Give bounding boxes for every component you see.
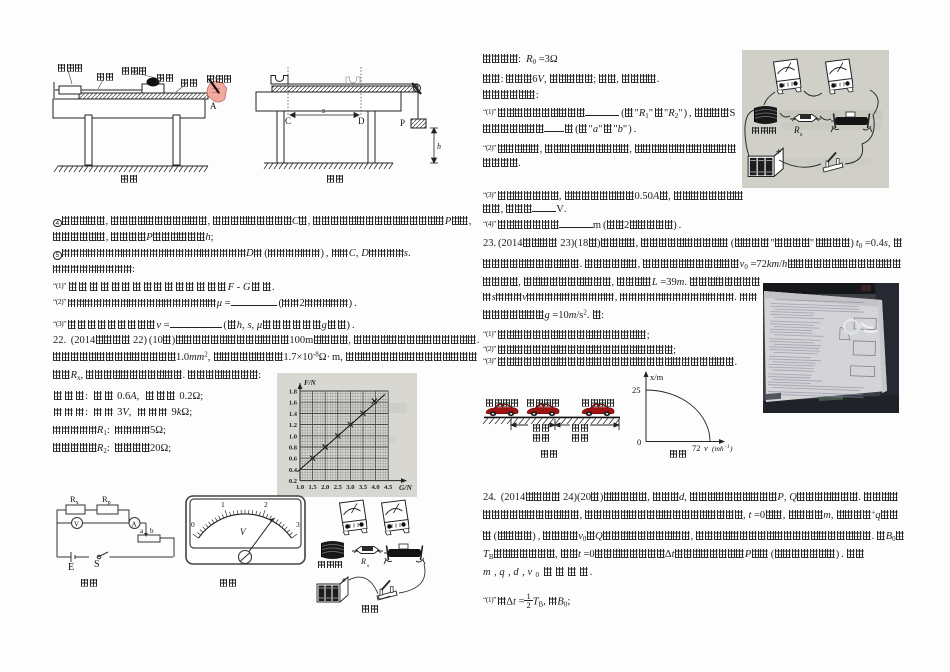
svg-text:x/m: x/m [650,372,664,382]
svg-text:s: s [367,563,369,569]
svg-text:1.2: 1.2 [289,422,297,429]
svg-text:V: V [74,521,79,529]
svg-text:(mh: (mh [712,444,724,453]
svg-text:s: s [322,106,325,115]
svg-text:25: 25 [632,385,641,395]
svg-text:b: b [150,527,154,535]
svg-text:G/N: G/N [399,483,413,492]
svg-text:V: V [240,527,247,537]
svg-text:0: 0 [191,520,195,529]
svg-text:R: R [793,125,800,135]
svg-text:2: 2 [264,500,268,509]
svg-text:1.0: 1.0 [296,484,304,491]
svg-text:D: D [358,116,365,126]
svg-text:1.8: 1.8 [289,389,298,396]
svg-text:1.6: 1.6 [289,400,298,407]
svg-text:0.4: 0.4 [289,467,298,474]
svg-text:0.6: 0.6 [289,456,298,463]
svg-text:0: 0 [637,437,641,447]
svg-text:4.5: 4.5 [384,484,393,491]
svg-text:F/N: F/N [304,379,317,387]
svg-text:1.0: 1.0 [289,433,297,440]
svg-text:h: h [437,142,441,151]
svg-text:S: S [94,559,100,570]
svg-text:1.5: 1.5 [309,484,318,491]
svg-text:A: A [132,521,137,529]
svg-text:v: v [704,443,708,453]
svg-text:s: s [800,132,803,138]
svg-text:72: 72 [692,443,701,453]
svg-text:R: R [360,557,366,566]
svg-text:3.0: 3.0 [346,484,354,491]
svg-text:P: P [400,118,405,128]
svg-text:-1: -1 [725,444,730,450]
svg-text:4.0: 4.0 [372,484,380,491]
svg-text:): ) [729,444,733,453]
svg-text:E: E [68,562,74,573]
svg-text:1.4: 1.4 [289,411,298,418]
svg-text:a: a [140,527,144,535]
svg-text:1: 1 [221,500,225,509]
svg-text:2.5: 2.5 [334,484,343,491]
svg-text:0.8: 0.8 [289,445,298,452]
svg-text:2.0: 2.0 [321,484,329,491]
svg-text:0.2: 0.2 [289,478,297,485]
svg-text:Rx: Rx [70,494,79,506]
svg-text:3: 3 [296,520,300,529]
svg-text:3.5: 3.5 [359,484,368,491]
svg-text:C: C [285,116,291,126]
svg-text:Rp: Rp [102,494,111,506]
